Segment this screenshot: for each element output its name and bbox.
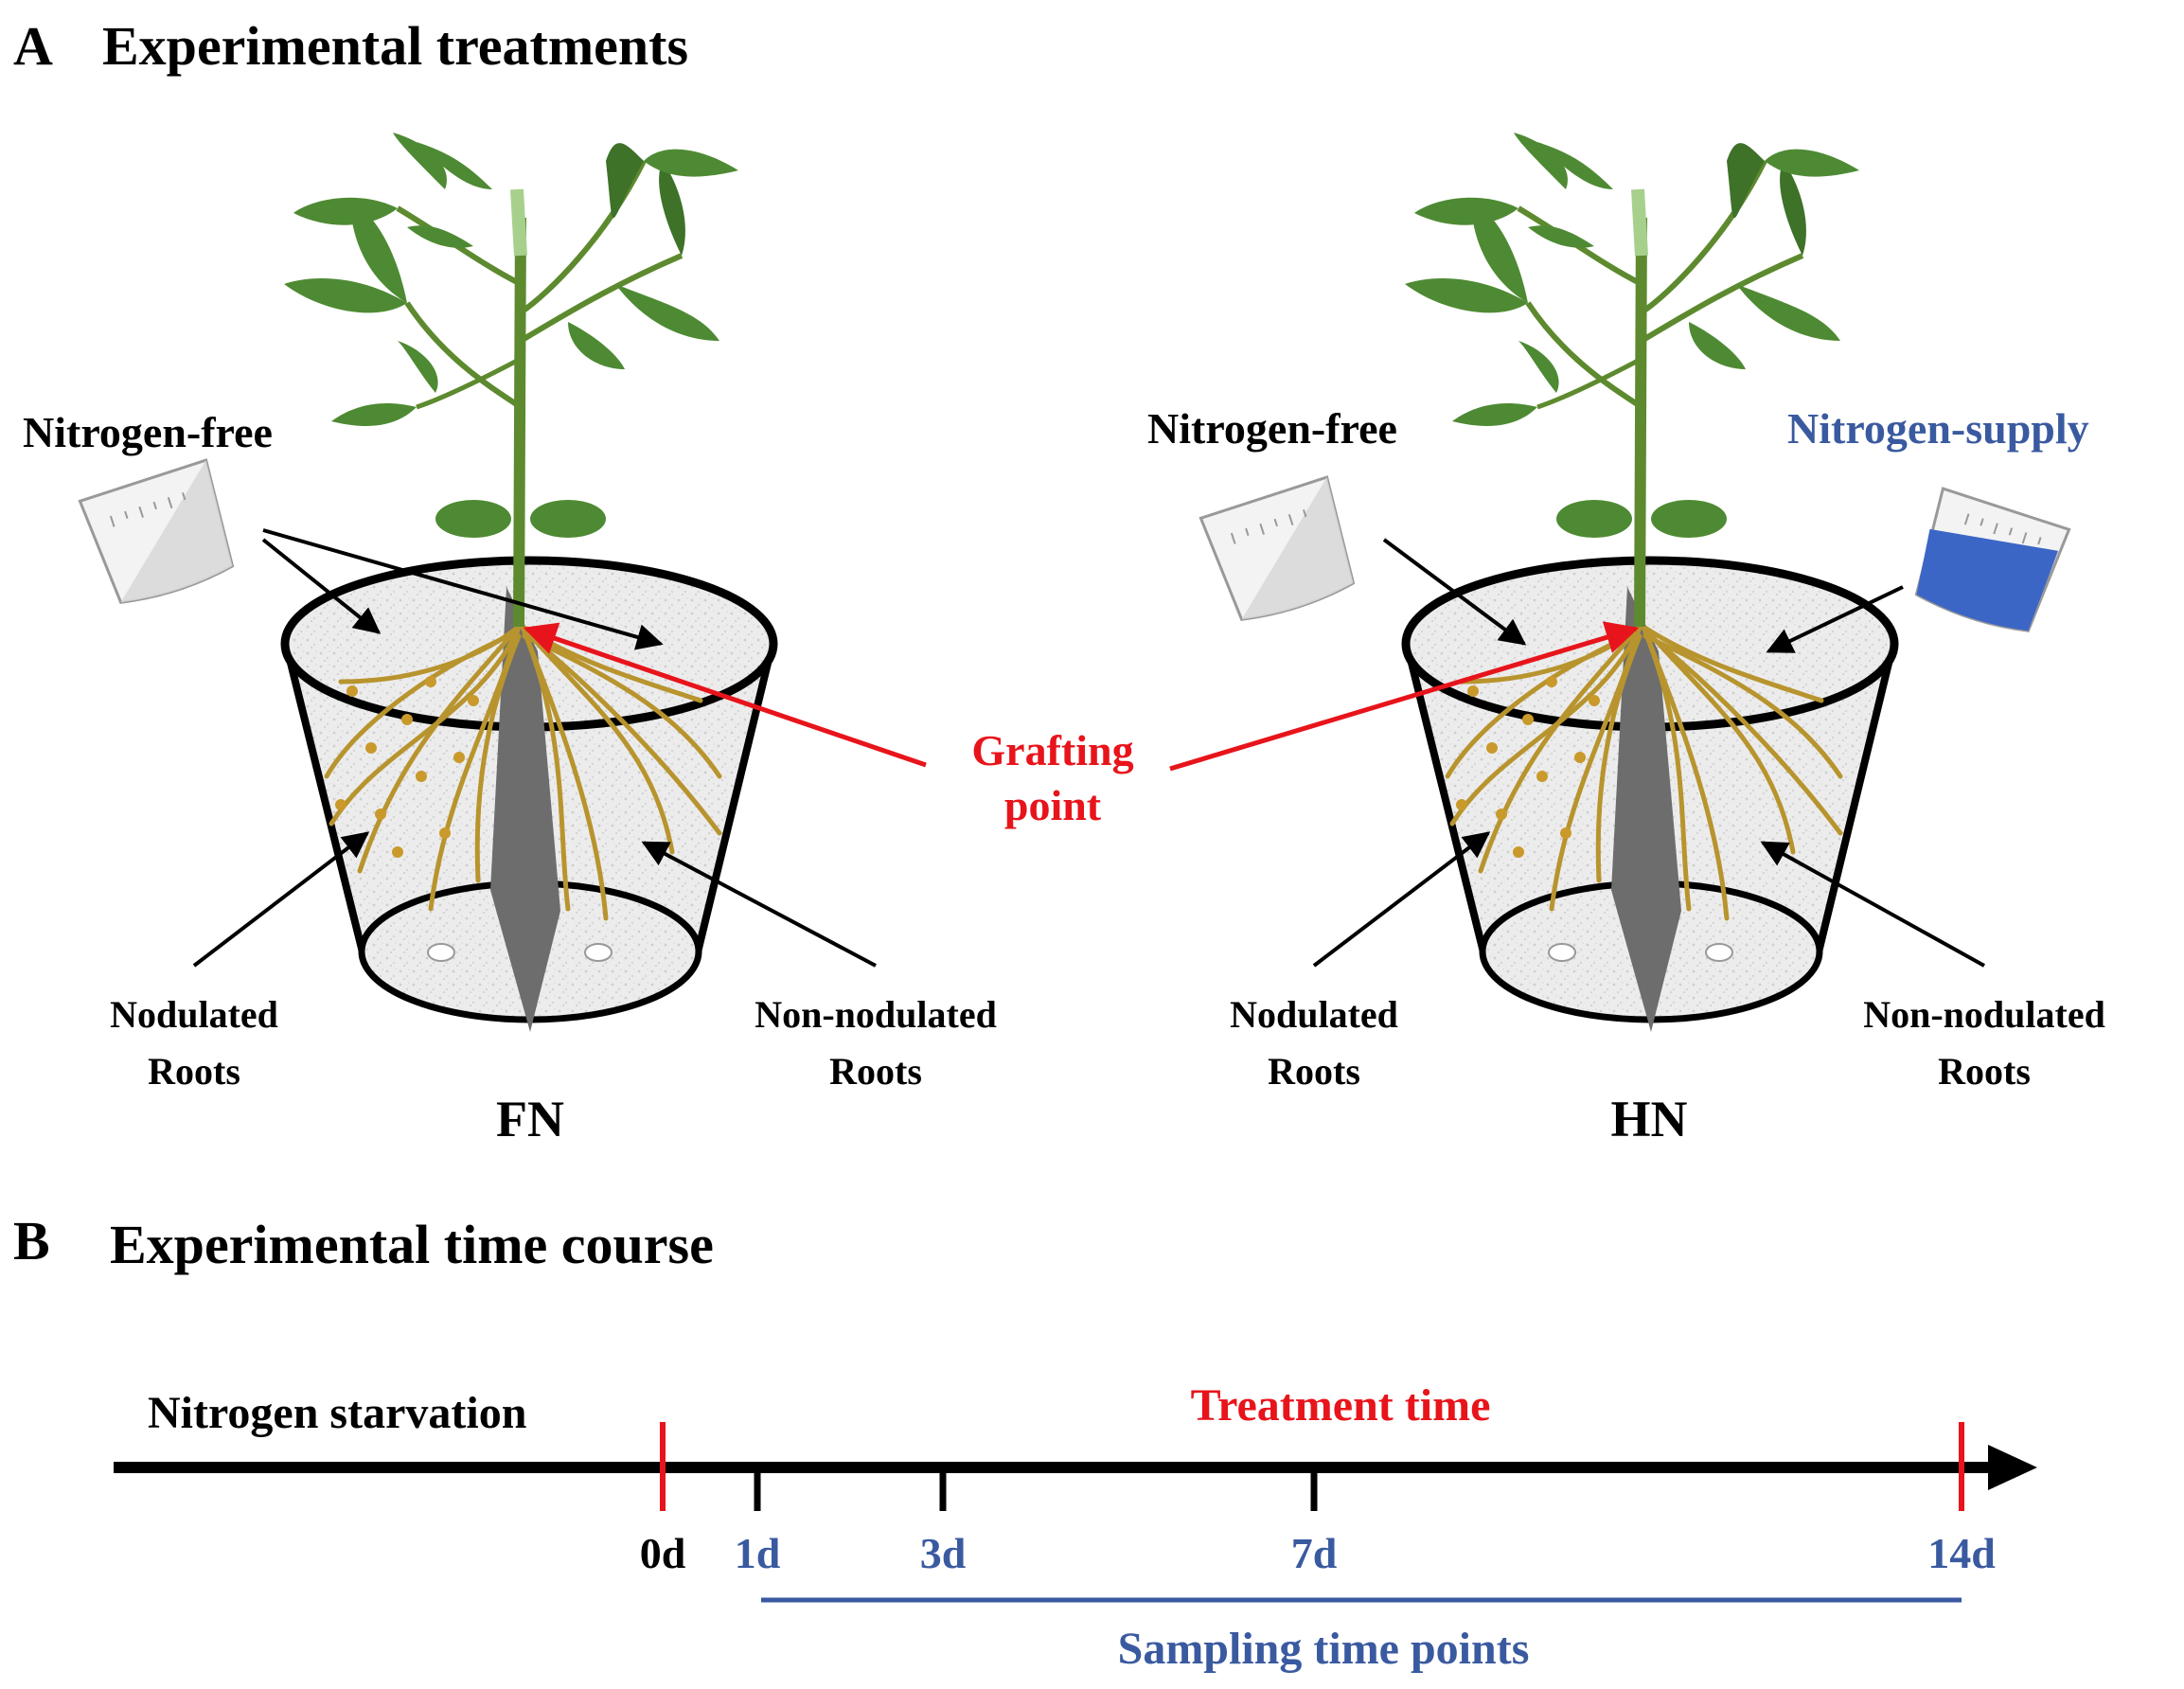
arrow [641,841,877,968]
non-nodulated-roots [1641,624,1843,921]
beaker-hn-free [1199,475,1356,621]
stem-top [510,188,527,257]
tick-label-7d: 7d [1291,1529,1338,1577]
cotyledon [1651,500,1727,538]
pot-fn [280,133,778,1032]
fn-right-roots-label-2: Roots [829,1050,922,1093]
tick-label-3d: 3d [920,1529,967,1577]
hn-pot-label: HN [1611,1091,1688,1147]
drain-hole [1705,943,1733,962]
stem [513,217,526,628]
hn-right-roots-label-2: Roots [1938,1050,2031,1093]
hn-left-roots-label-1: Nodulated [1230,993,1398,1036]
tick-label-14d: 14d [1927,1529,1996,1577]
fn-pot-label: FN [496,1091,564,1147]
drain-hole [1548,943,1576,962]
beaker-hn-supply [1914,487,2071,632]
treatment-label: Treatment time [1191,1380,1491,1431]
tick-label-0d: 0d [640,1529,686,1577]
panel-a-title: Experimental treatments [102,15,688,77]
root-divider [490,587,560,1032]
cotyledon [435,500,511,538]
nodulated-roots [324,624,522,912]
root-divider [1611,587,1681,1032]
fn-left-roots-label-2: Roots [148,1050,240,1093]
arrow [262,528,664,650]
stem-top [1631,188,1648,257]
nodules [335,676,479,858]
stem [1634,217,1647,628]
panel-b-letter: B [13,1210,50,1271]
tick-label-1d: 1d [735,1529,781,1577]
cotyledon [530,500,606,538]
panel-b-title: Experimental time course [110,1214,714,1275]
grafting-label-1: Grafting [971,726,1133,774]
drain-hole [584,943,613,962]
timeline-arrowhead [1988,1445,2037,1490]
arrow [1766,585,1904,653]
hn-beaker-label-supply: Nitrogen-supply [1787,404,2089,453]
sampling-label: Sampling time points [1118,1624,1530,1674]
timeline-ticks: 0d 1d 3d 7d 14d [640,1422,1996,1577]
grafting-label-2: point [1004,781,1102,829]
grafting-arrow-fn [523,622,927,768]
panel-b: B Experimental time course Nitrogen star… [13,1210,2037,1674]
pot-hn [1401,133,1899,1032]
panel-a-letter: A [13,15,53,77]
arrow [1382,538,1527,646]
hn-right-roots-label-1: Non-nodulated [1863,993,2105,1036]
fn-right-roots-label-1: Non-nodulated [755,993,997,1036]
arrow [261,538,382,634]
leaves [1405,133,1859,426]
beaker-fn [78,458,235,604]
fn-left-roots-label-1: Nodulated [110,993,278,1036]
arrow [1760,841,1985,968]
hn-beaker-label-free: Nitrogen-free [1147,404,1397,453]
cotyledon [1556,500,1632,538]
arrow [192,831,370,968]
leaves [284,133,738,426]
nodules [1456,676,1600,858]
panel-a: A Experimental treatments [13,15,2105,1147]
fn-beaker-label: Nitrogen-free [23,408,273,456]
arrow [1312,831,1491,968]
grafting-arrow-hn [1169,621,1640,772]
starvation-label: Nitrogen starvation [148,1388,526,1438]
drain-hole [427,943,455,962]
hn-left-roots-label-2: Roots [1268,1050,1360,1093]
